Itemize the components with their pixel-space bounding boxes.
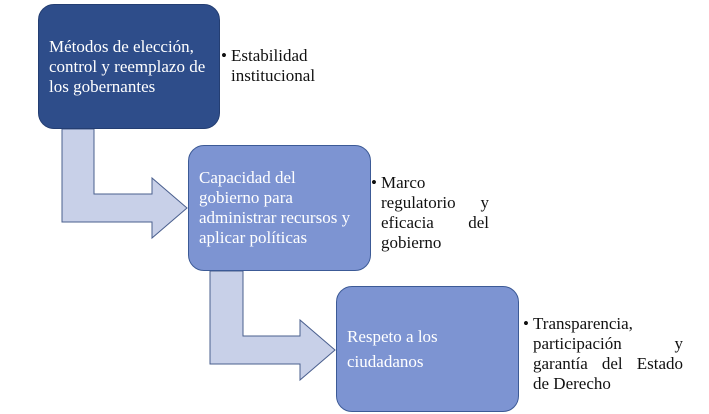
step-1-box: Métodos de elección, control y reemplazo… <box>38 4 220 129</box>
step-3-box: Respeto a los ciudadanos <box>336 286 519 412</box>
bullet-icon: • <box>371 173 377 192</box>
bullet-icon: • <box>523 314 529 333</box>
step-2-note: • Marco regulatorio y eficacia del gobie… <box>371 173 489 253</box>
step-1-text: Métodos de elección, control y reemplazo… <box>49 36 206 96</box>
step-2-note-text: Marco regulatorio y eficacia del gobiern… <box>381 173 489 252</box>
step-2-text: Capacidad del gobierno para administrar … <box>199 168 351 247</box>
bent-arrow-1-to-2 <box>61 128 188 240</box>
bent-arrow-2-to-3 <box>209 270 336 382</box>
bullet-icon: • <box>221 46 227 65</box>
step-3-note-text: Transparencia, participación y garantía … <box>533 314 683 393</box>
step-2-box: Capacidad del gobierno para administrar … <box>188 145 371 271</box>
step-3-note: • Transparencia, participación y garantí… <box>523 314 683 394</box>
step-3-text: Respeto a los ciudadanos <box>347 327 438 371</box>
step-1-note-text: Estabilidad institucional <box>231 46 316 85</box>
step-1-note: • Estabilidad institucional <box>221 46 351 86</box>
